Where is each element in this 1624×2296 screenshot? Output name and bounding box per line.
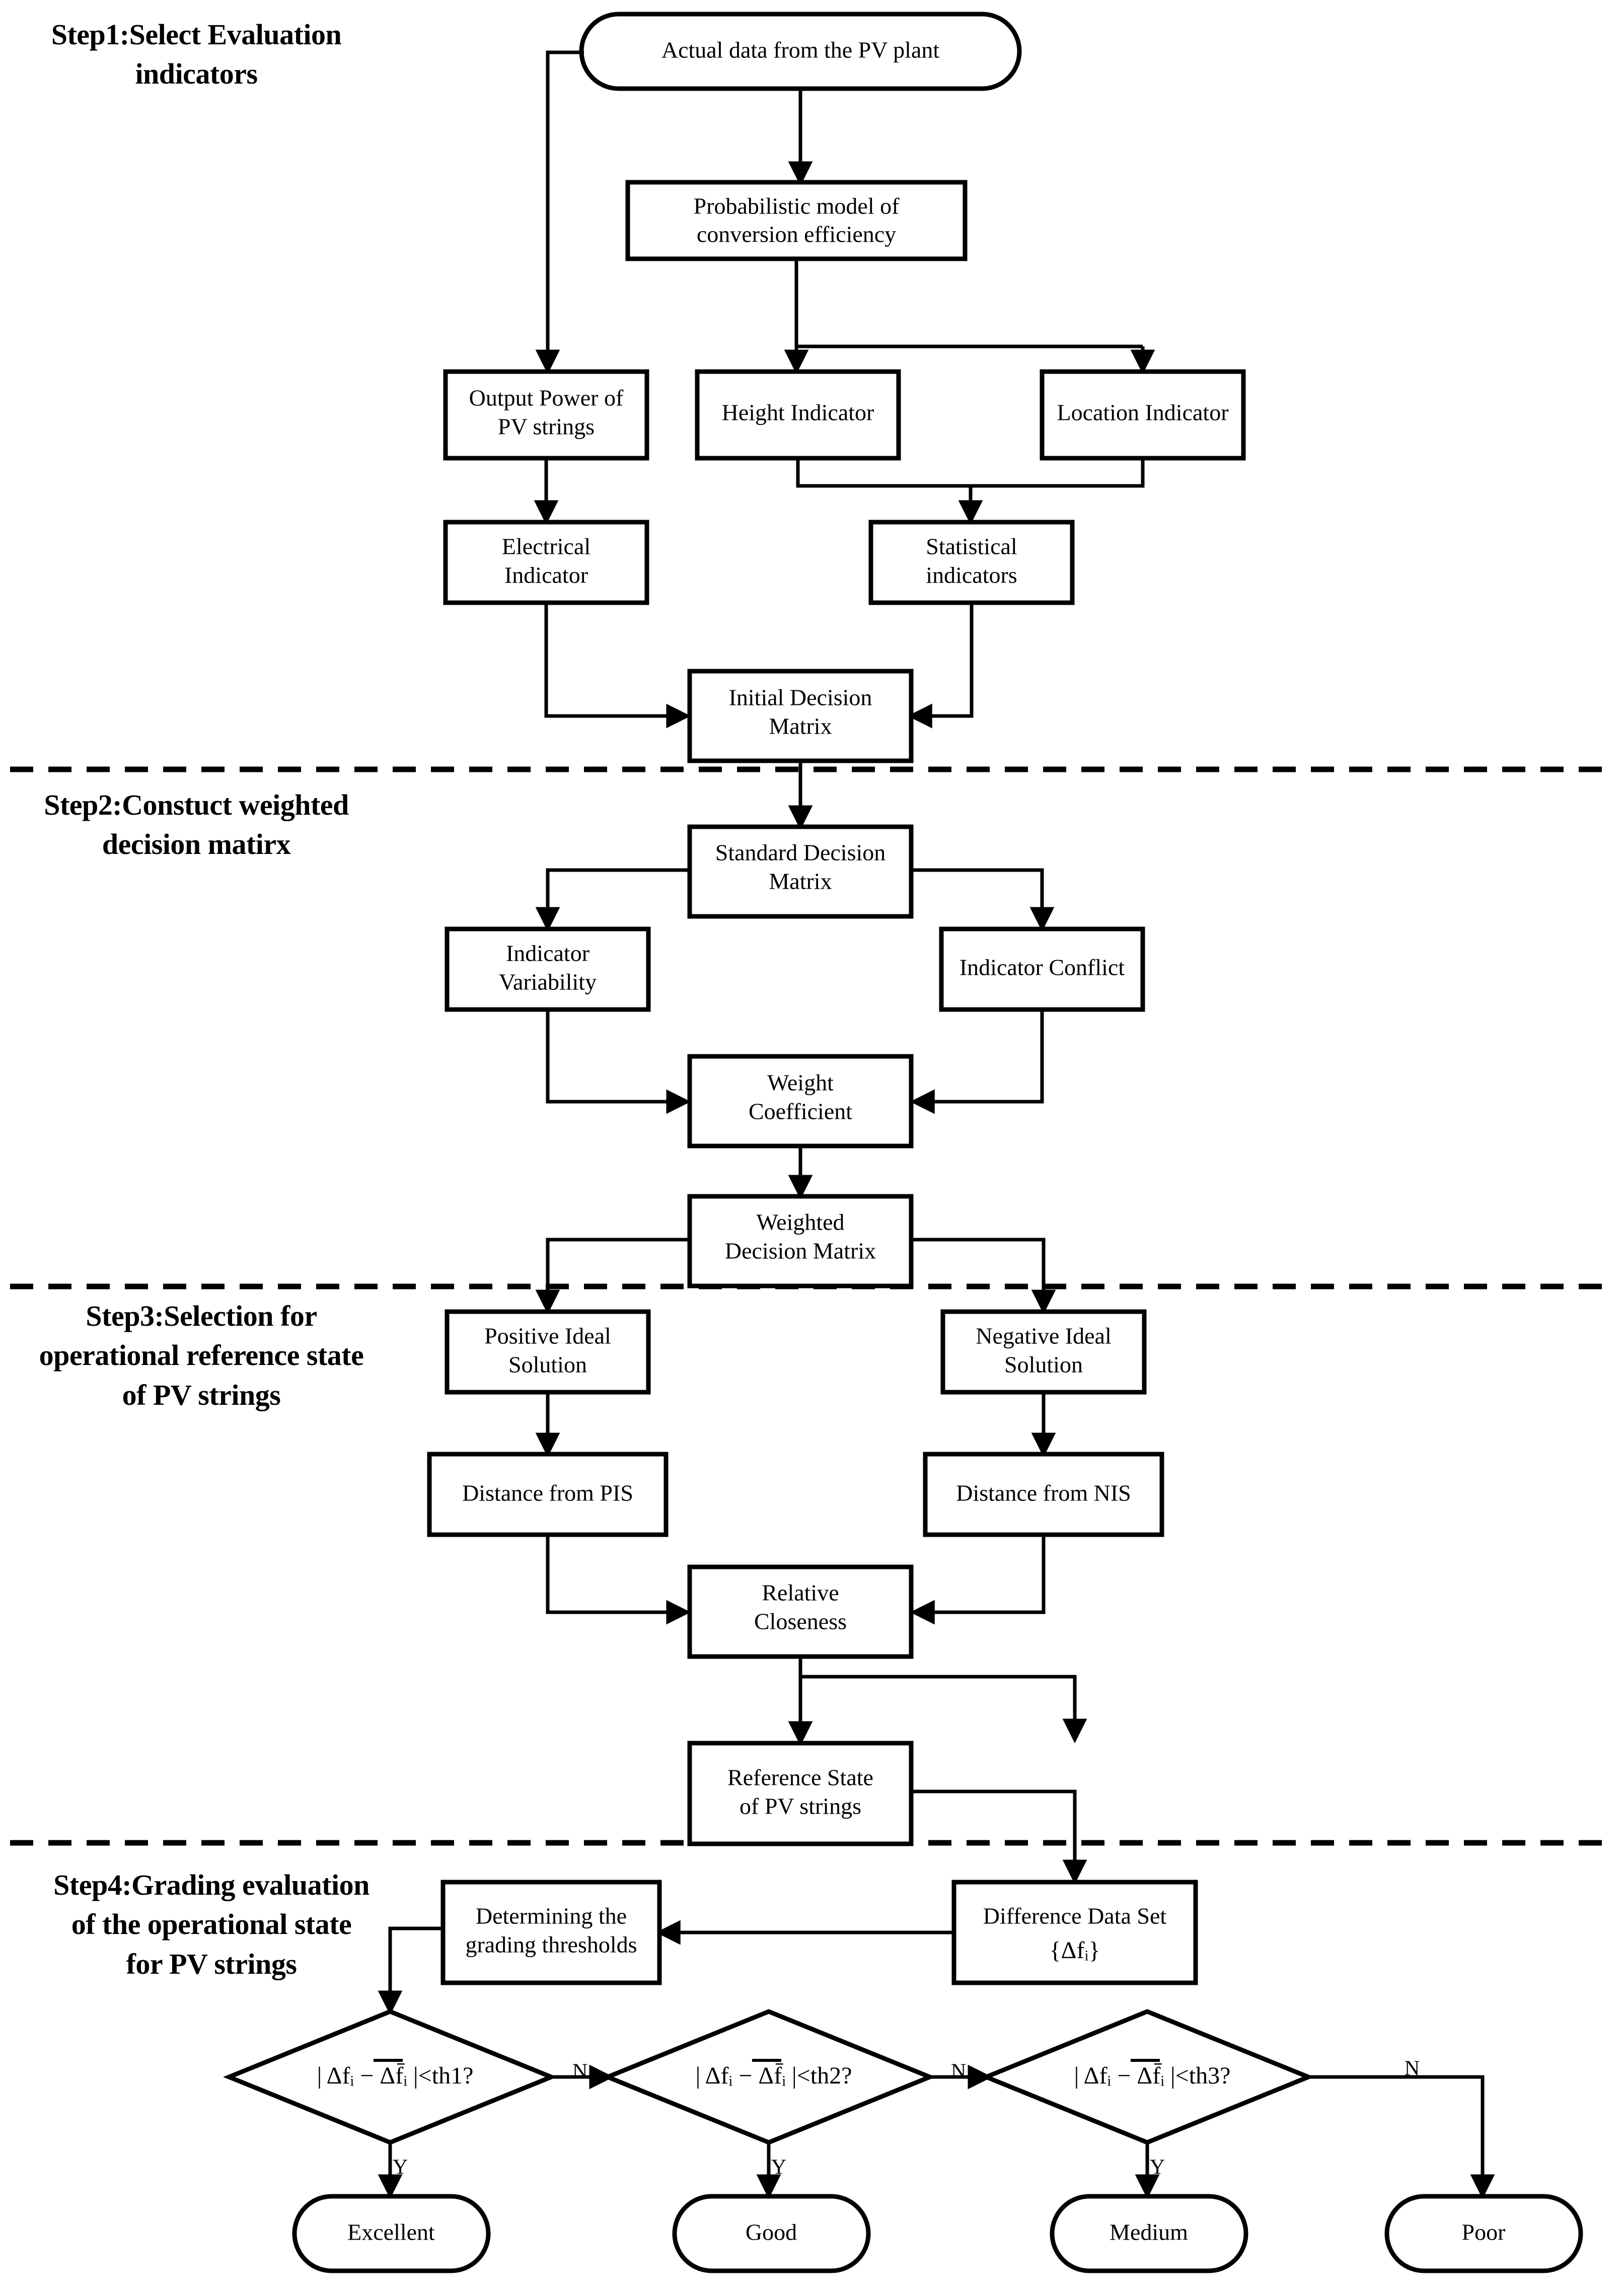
edge-label-yes-1: Y — [393, 2156, 408, 2179]
node-reference-state-line2: of PV strings — [740, 1793, 861, 1819]
node-output-power-line2: PV strings — [498, 414, 595, 440]
node-indicator-conflict-text: Indicator Conflict — [959, 955, 1125, 980]
node-difference-dataset-shape — [951, 1880, 1198, 1985]
node-prob-model-shape — [625, 180, 968, 261]
node-indicator-conflict-shape — [939, 926, 1145, 1012]
node-prob-model-line1: Probabilistic model of — [694, 193, 900, 219]
edge-label-yes-3: Y — [1150, 2156, 1165, 2179]
node-determining-thresholds-shape — [440, 1880, 662, 1985]
edge-label-yes-2: Y — [771, 2156, 786, 2179]
node-output-power-line1: Output Power of — [469, 385, 624, 411]
decision-2-text: | Δfᵢ − Δf̄ᵢ |<th2? — [696, 2062, 852, 2089]
edge-standardmatrix-to-variability — [535, 868, 690, 932]
decision-3-text: | Δfᵢ − Δf̄ᵢ |<th3? — [1074, 2062, 1231, 2089]
outcome-good-label: Good — [746, 2219, 797, 2245]
node-relative-closeness-line1: Relative — [762, 1580, 839, 1606]
edge-weightedmatrix-to-pis — [535, 1238, 690, 1315]
node-distance-nis-text: Distance from NIS — [956, 1480, 1131, 1506]
edge-distpis-to-closeness — [546, 1535, 691, 1625]
node-distance-nis-shape — [923, 1452, 1164, 1537]
node-statistical-indicators-line2: indicators — [926, 562, 1017, 588]
node-location-indicator-text: Location Indicator — [1057, 400, 1228, 425]
edge-actualdata-to-outputpower — [535, 50, 584, 375]
outcome-medium-label: Medium — [1110, 2219, 1188, 2245]
node-determining-thresholds-line1: Determining the — [476, 1903, 627, 1929]
edge-decision3-no-to-poor — [1308, 2075, 1495, 2199]
edge-height-location-merge — [796, 458, 1145, 488]
edge-label-no-1: N — [572, 2060, 587, 2084]
edge-probmodel-fanout — [794, 259, 1143, 348]
node-statistical-indicators-line1: Statistical — [926, 534, 1017, 559]
node-determining-thresholds-line2: grading thresholds — [465, 1932, 637, 1958]
edge-weightedmatrix-to-nis — [911, 1238, 1056, 1315]
node-electrical-indicator-line2: Indicator — [504, 562, 588, 588]
outcome-good-shape — [672, 2194, 871, 2273]
edge-standardmatrix-to-conflict — [911, 868, 1055, 932]
node-nis-line2: Solution — [1004, 1352, 1083, 1378]
outcome-poor-shape — [1384, 2194, 1583, 2273]
node-relative-closeness-shape — [687, 1564, 914, 1659]
node-reference-state-shape — [687, 1741, 914, 1846]
node-difference-dataset-line2: {Δfᵢ} — [1050, 1937, 1100, 1964]
node-prob-model-line2: conversion efficiency — [697, 222, 896, 247]
node-electrical-indicator-line1: Electrical — [502, 534, 590, 559]
node-pis-line2: Solution — [508, 1352, 587, 1378]
edge-variability-to-weight — [546, 1010, 691, 1114]
node-indicator-variability-shape — [445, 926, 651, 1012]
node-reference-state-line1: Reference State — [727, 1765, 873, 1790]
edge-electrical-to-initialmatrix — [544, 603, 691, 729]
edge-referencestate-to-differenceset — [911, 1789, 1087, 1885]
node-standard-matrix-line2: Matrix — [769, 869, 832, 894]
outcome-medium-shape — [1050, 2194, 1248, 2273]
decision-1-text: | Δfᵢ − Δf̄ᵢ |<th1? — [317, 2062, 474, 2089]
outcome-excellent-label: Excellent — [347, 2219, 435, 2245]
edge-conflict-to-weight — [910, 1010, 1044, 1114]
edge-label-no-3: N — [1405, 2057, 1420, 2080]
node-nis-line1: Negative Ideal — [976, 1323, 1111, 1349]
node-actual-data-text: Actual data from the PV plant — [661, 37, 940, 63]
edge-closeness-to-differenceset — [800, 1675, 1087, 1744]
outcome-excellent-shape — [292, 2194, 491, 2273]
node-weight-coefficient-shape — [687, 1054, 914, 1149]
node-weighted-matrix-line1: Weighted — [756, 1209, 844, 1235]
node-initial-matrix-line2: Matrix — [769, 713, 832, 739]
edge-thresholds-to-decision1 — [378, 1926, 443, 2016]
edge-distnis-to-closeness — [910, 1535, 1046, 1625]
node-standard-matrix-line1: Standard Decision — [715, 840, 886, 866]
node-distance-pis-shape — [427, 1452, 669, 1537]
node-indicator-variability-line2: Variability — [499, 969, 597, 995]
node-height-indicator-text: Height Indicator — [722, 400, 874, 425]
node-height-indicator-shape — [695, 369, 901, 461]
node-weighted-matrix-line2: Decision Matrix — [725, 1238, 876, 1264]
node-weight-coefficient-line1: Weight — [767, 1070, 834, 1096]
node-initial-matrix-line1: Initial Decision — [729, 685, 872, 710]
node-location-indicator-shape — [1040, 369, 1246, 461]
edge-statistical-to-initialmatrix — [907, 603, 974, 729]
node-indicator-variability-line1: Indicator — [506, 941, 589, 966]
node-weight-coefficient-line2: Coefficient — [749, 1099, 852, 1124]
node-pis-line1: Positive Ideal — [484, 1323, 611, 1349]
node-distance-pis-text: Distance from PIS — [462, 1480, 633, 1506]
node-weighted-matrix-shape — [687, 1194, 914, 1288]
edge-label-no-2: N — [951, 2060, 966, 2084]
node-difference-dataset-line1: Difference Data Set — [983, 1903, 1167, 1929]
node-relative-closeness-line2: Closeness — [754, 1609, 847, 1634]
outcome-poor-label: Poor — [1462, 2219, 1506, 2245]
